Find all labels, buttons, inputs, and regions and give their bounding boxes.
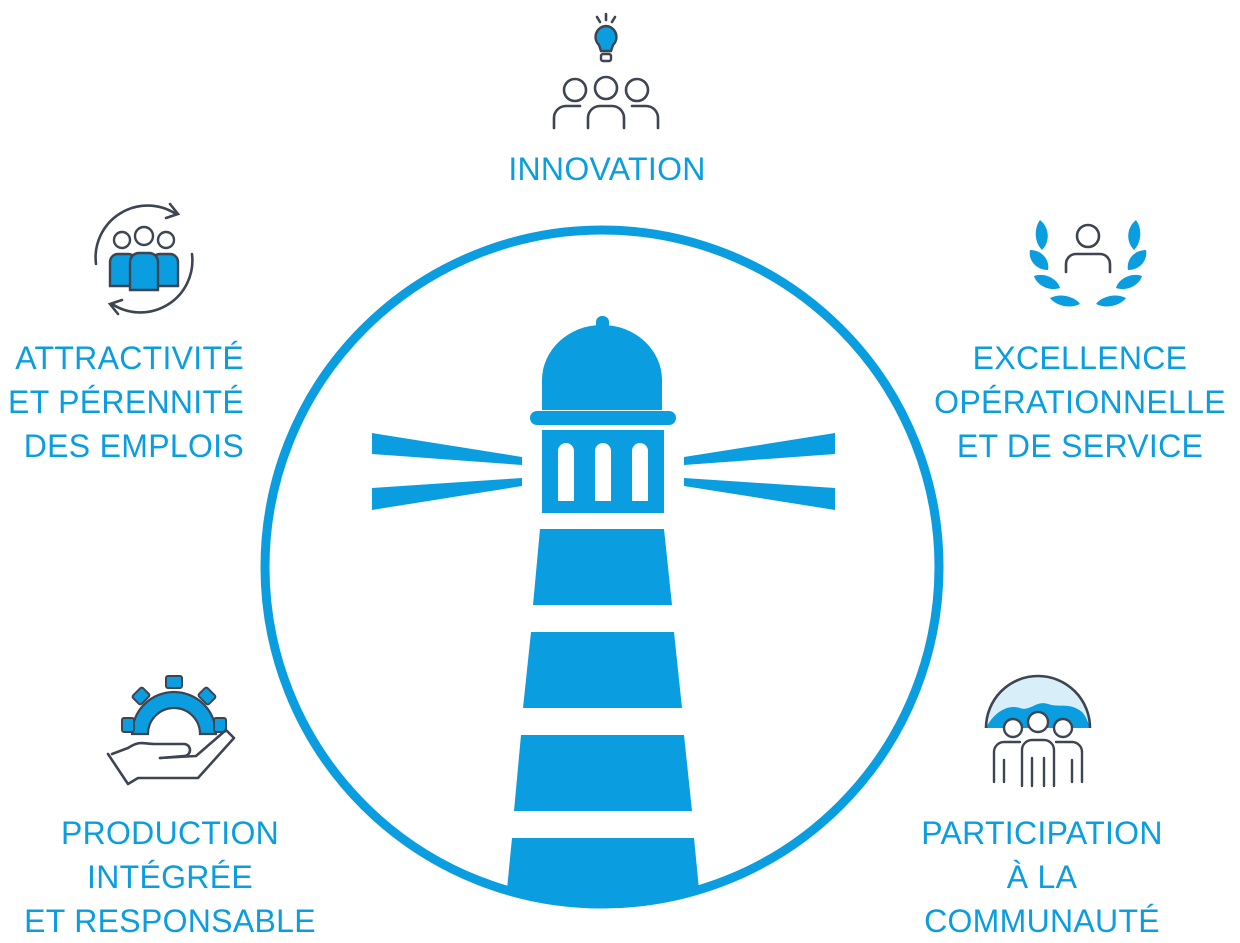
label-line: INTÉGRÉE <box>87 859 253 895</box>
pillar-label-production: PRODUCTION INTÉGRÉE ET RESPONSABLE <box>12 811 328 943</box>
label-line: ET RESPONSABLE <box>24 903 316 939</box>
label-line: OPÉRATIONNELLE <box>934 384 1226 420</box>
lightbulb-team-icon <box>552 12 660 130</box>
label-line: COMMUNAUTÉ <box>924 903 1160 939</box>
pillar-label-attractivite: ATTRACTIVITÉ ET PÉRENNITÉ DES EMPLOIS <box>0 336 244 468</box>
label-line: ATTRACTIVITÉ <box>15 340 244 376</box>
label-line: PRODUCTION <box>60 815 280 851</box>
label-line: EXCELLENCE <box>972 340 1188 376</box>
pillar-label-excellence: EXCELLENCE OPÉRATIONNELLE ET DE SERVICE <box>924 336 1236 468</box>
community-globe-icon <box>984 674 1092 788</box>
hand-gear-icon <box>106 675 236 786</box>
lighthouse-icon <box>372 316 835 904</box>
label-line: ET PÉRENNITÉ <box>8 384 244 420</box>
label-line: PARTICIPATION <box>921 815 1163 851</box>
laurel-person-icon <box>1029 220 1147 307</box>
label-line: ET DE SERVICE <box>956 428 1204 464</box>
label-line: INNOVATION <box>508 151 706 187</box>
pillar-label-participation: PARTICIPATION À LA COMMUNAUTÉ <box>892 811 1192 943</box>
label-line: DES EMPLOIS <box>23 428 244 464</box>
pillar-label-innovation: INNOVATION <box>0 147 1214 191</box>
team-cycle-icon <box>94 202 194 316</box>
label-line: À LA <box>1006 859 1078 895</box>
